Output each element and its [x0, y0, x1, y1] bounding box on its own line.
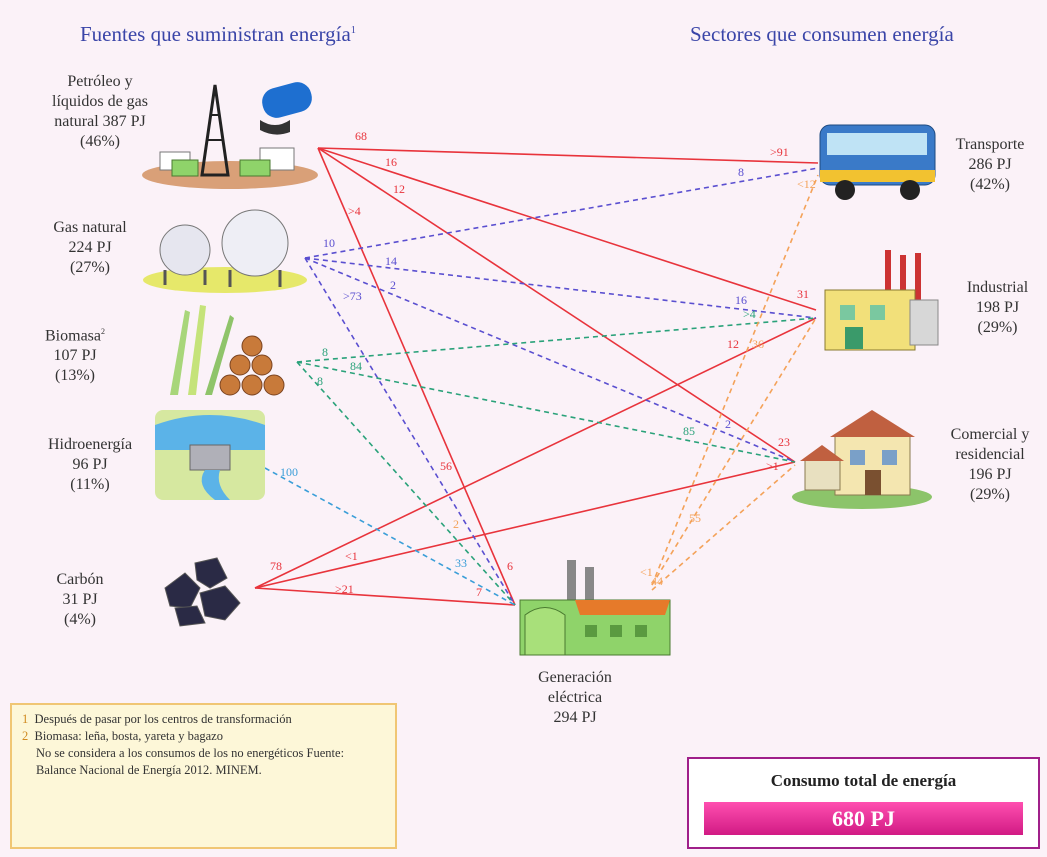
flow-value-g10: 10: [323, 236, 335, 250]
flow-value-g2: 2: [390, 278, 396, 292]
flow-biomass-industrial: [296, 317, 817, 363]
total-energy-title: Consumo total de energía: [770, 771, 957, 790]
flow-gas-industrial: [304, 257, 817, 319]
hydro-dam-icon: [155, 410, 265, 500]
flow-gas-transport: [304, 167, 819, 259]
flow-hydro-generation: [264, 467, 516, 606]
flow-petroleum-residential: [317, 147, 796, 463]
flow-value-h33: 33: [455, 556, 467, 570]
flow-value-p16: 16: [385, 155, 397, 169]
flow-value-b85: 85: [683, 424, 695, 438]
flow-value-e2: 2: [453, 517, 459, 531]
footnotes-box: 1 Después de pasar por los centros de tr…: [10, 703, 397, 849]
flow-value-p23: 23: [778, 435, 790, 449]
flow-value-p68: 68: [355, 129, 367, 143]
flow-value-e1: <1: [640, 565, 653, 579]
flow-value-c21: >21: [335, 582, 354, 596]
flow-biomass-generation: [296, 361, 516, 606]
coal-icon: [164, 557, 241, 627]
flow-value-e44: 44: [651, 574, 663, 588]
flow-carbon-industrial: [254, 317, 817, 589]
house-icon: [792, 410, 932, 509]
bus-icon: [819, 124, 936, 200]
flow-electric-industrial: [651, 317, 817, 586]
flow-value-c78: 78: [270, 559, 282, 573]
footnote-1: 1 Después de pasar por los centros de tr…: [22, 712, 292, 726]
flow-value-p12: 12: [393, 182, 405, 196]
total-energy-value: 680 PJ: [704, 802, 1023, 835]
biomass-icon: [170, 305, 285, 396]
flow-gas-residential: [304, 257, 796, 463]
flow-value-h100: 100: [280, 465, 298, 479]
flow-value-b8b: 8: [317, 374, 323, 388]
flow-petroleum-generation: [317, 147, 516, 606]
flow-value-c12: 12: [727, 337, 739, 351]
flow-value-b8a: 8: [322, 345, 328, 359]
sectors-header: Sectores que consumen energía: [690, 22, 954, 46]
flow-gas-generation: [304, 257, 516, 606]
flow-carbon-generation: [254, 587, 516, 606]
oil-refinery-icon: [142, 82, 318, 189]
flow-carbon-residential: [254, 461, 796, 589]
flow-value-b84: 84: [350, 359, 362, 373]
flow-value-g8: 8: [738, 165, 744, 179]
footnote-2: 2 Biomasa: leña, bosta, yareta y bagazo: [22, 729, 223, 743]
flow-value-g16: 16: [735, 293, 747, 307]
power-plant-icon: [519, 560, 671, 656]
total-energy-box: Consumo total de energía 680 PJ: [687, 757, 1040, 849]
flow-value-c7: 7: [476, 585, 482, 599]
flow-electric-transport: [651, 174, 819, 586]
flow-biomass-residential: [296, 361, 796, 463]
flow-value-e36: 36: [752, 337, 764, 351]
flow-value-e12: <12: [797, 177, 816, 191]
flow-value-e55: 55: [689, 511, 701, 525]
flow-value-p56: 56: [440, 459, 452, 473]
factory-icon: [824, 250, 939, 351]
flow-value-g2b: 2: [725, 417, 731, 431]
flow-value-p6: 6: [507, 559, 513, 573]
flow-value-g14: 14: [385, 254, 397, 268]
flow-electric-residential: [651, 464, 796, 591]
gas-tanks-icon: [143, 209, 307, 293]
flow-value-p4: >4: [348, 204, 361, 218]
flow-petroleum-transport: [317, 147, 819, 164]
sources-header: Fuentes que suministran energía1: [80, 22, 356, 46]
flow-value-p31: 31: [797, 287, 809, 301]
flow-value-b4: >4: [743, 307, 756, 321]
flow-value-g73: >73: [343, 289, 362, 303]
footnote-3: No se considera a los consumos de los no…: [36, 746, 345, 777]
flow-value-c1: <1: [345, 549, 358, 563]
flow-petroleum-industrial: [317, 147, 817, 311]
flow-value-p91: >91: [770, 145, 789, 159]
flow-value-p1r: >1: [766, 459, 779, 473]
